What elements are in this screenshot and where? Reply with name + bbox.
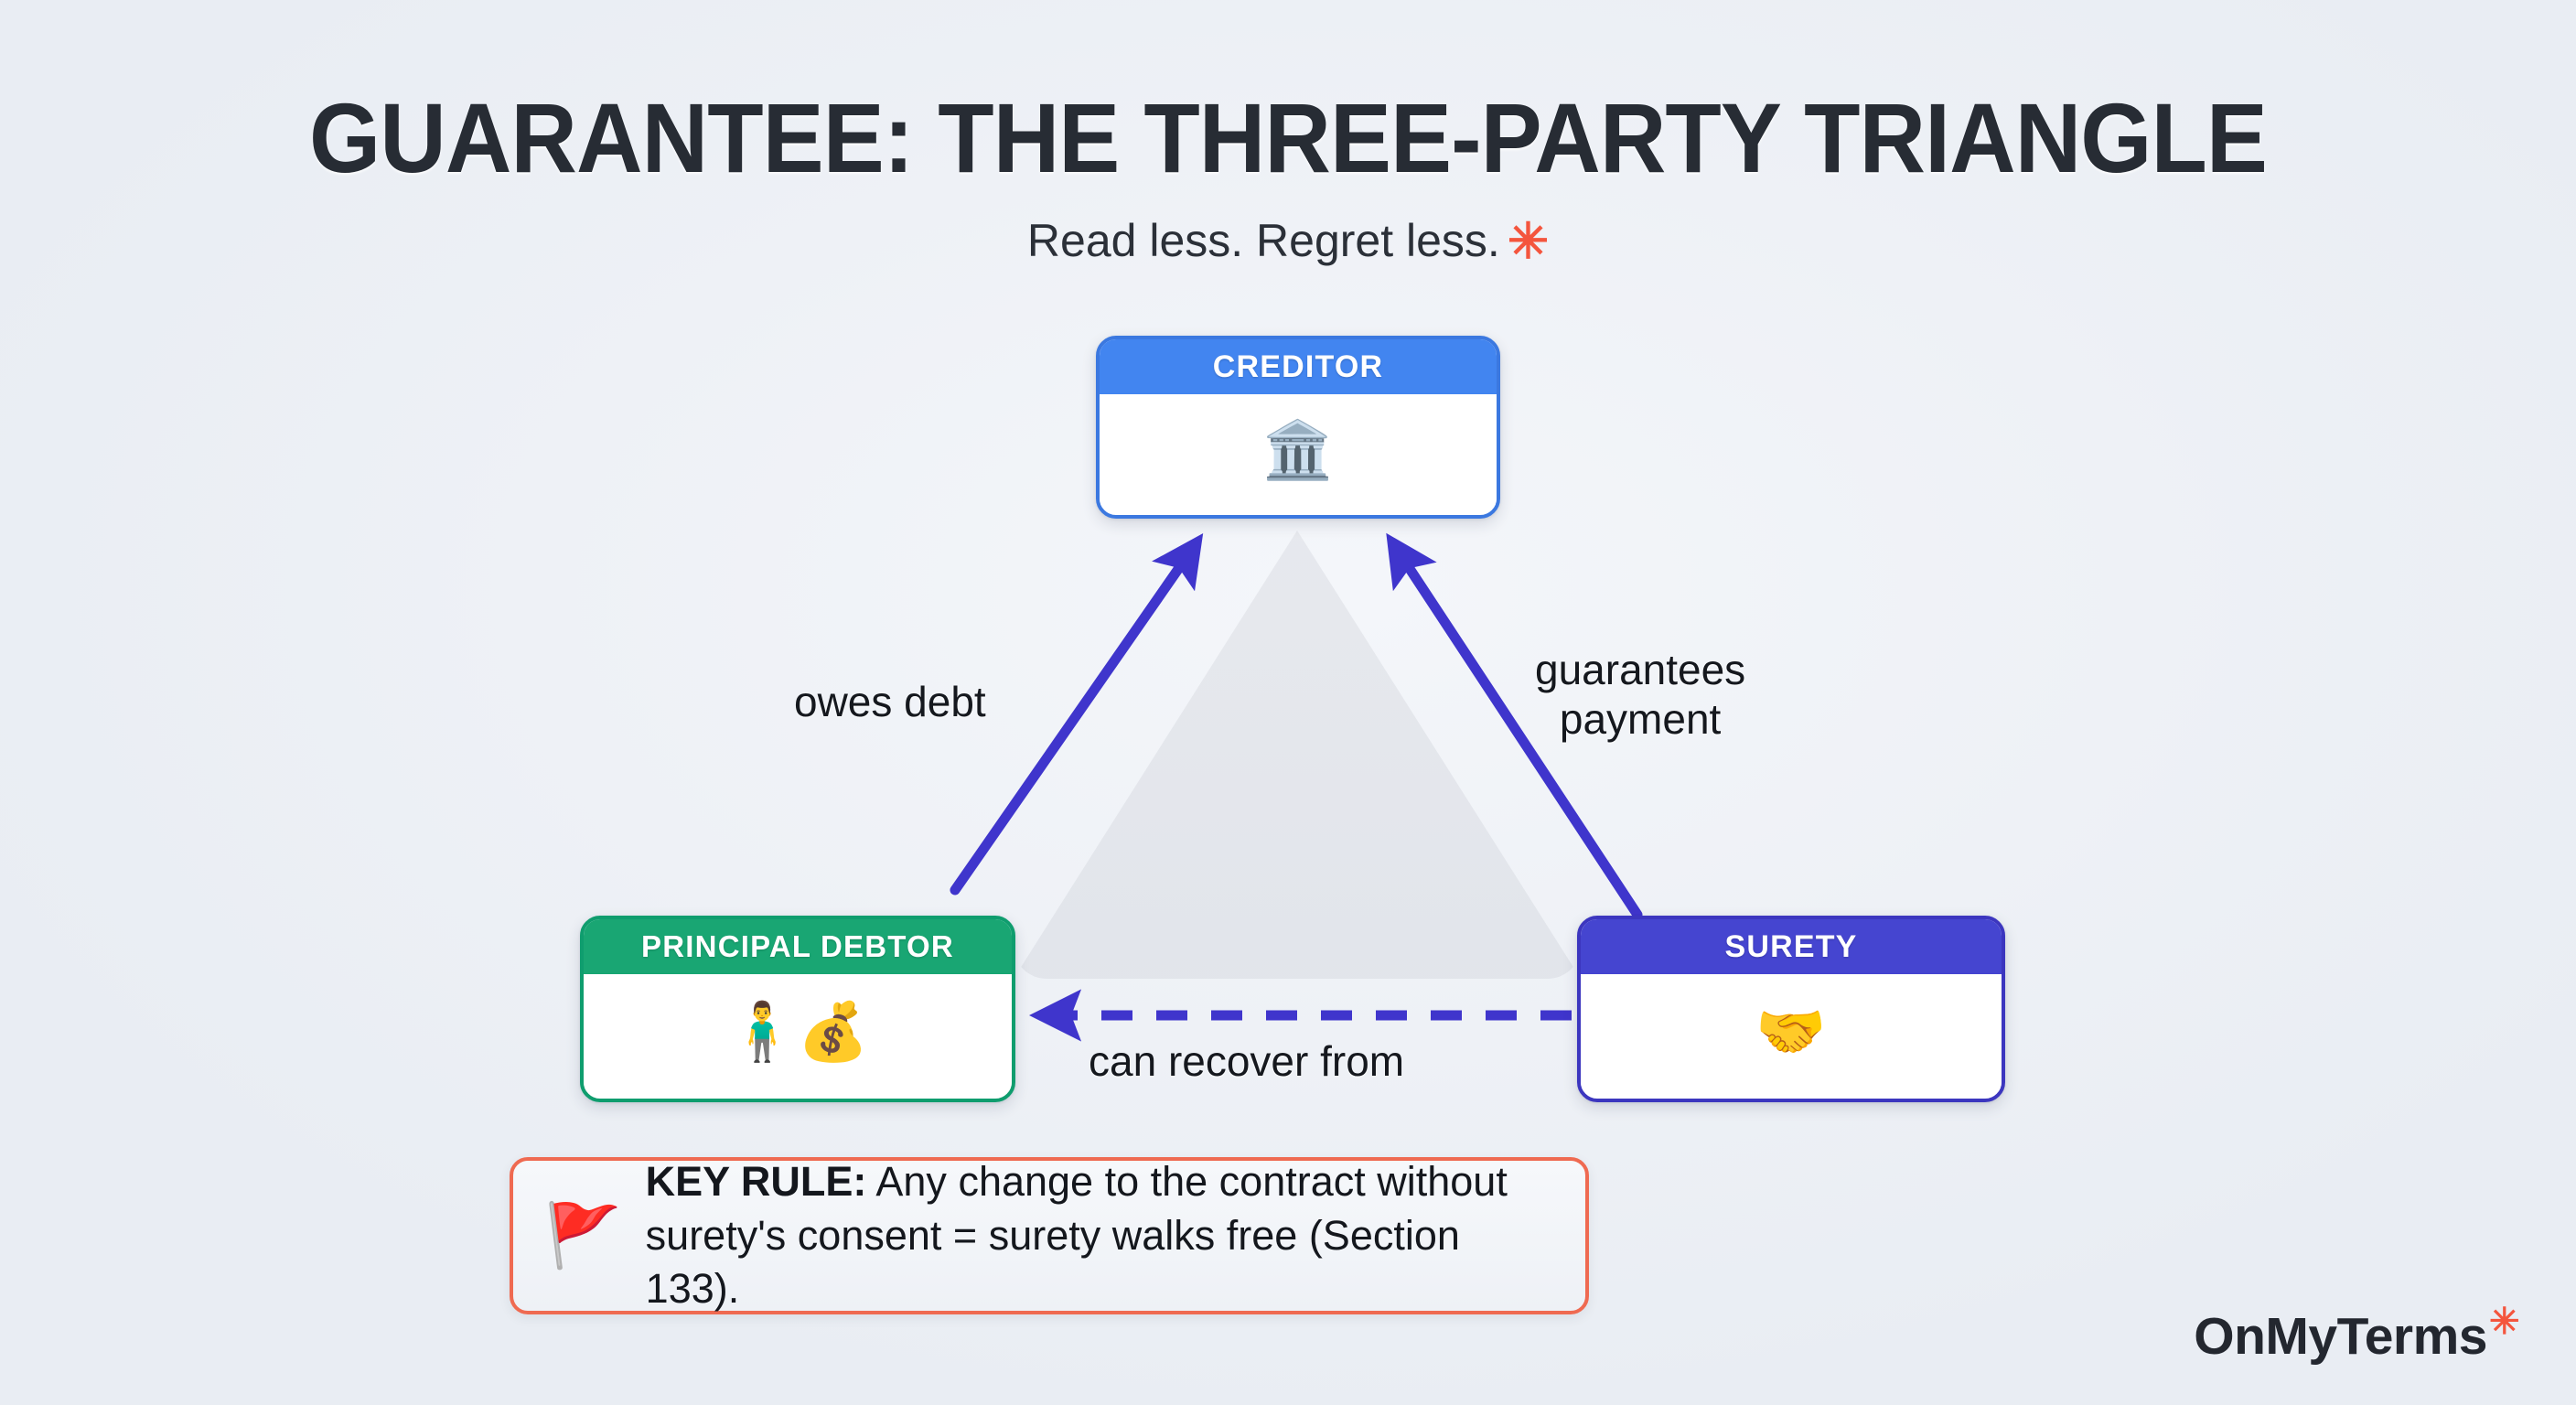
brand-name: OnMyTerms <box>2194 1307 2487 1366</box>
subtitle-text: Read less. Regret less. <box>1026 215 1500 266</box>
node-principal-debtor-label: PRINCIPAL DEBTOR <box>584 919 1012 974</box>
page-title: GUARANTEE: THE THREE-PARTY TRIANGLE <box>309 82 2268 193</box>
node-creditor-label: CREDITOR <box>1100 339 1497 394</box>
key-rule-prefix: KEY RULE: <box>645 1158 867 1206</box>
person-with-money-bag-icon: 🧍‍♂️💰 <box>726 1001 869 1064</box>
bank-icon: 🏛️ <box>1262 419 1334 482</box>
edge-label-guarantees-payment: guarantees payment <box>1535 646 1746 744</box>
key-rule-body: Any change to the contract without suret… <box>645 1158 1508 1313</box>
handshake-icon: 🤝 <box>1755 1001 1827 1064</box>
node-surety-label: SURETY <box>1581 919 2002 974</box>
node-creditor-body: 🏛️ <box>1100 394 1497 508</box>
subtitle-asterisk-icon: ✳ <box>1507 214 1550 269</box>
edge-label-can-recover-from: can recover from <box>1089 1037 1405 1085</box>
key-rule-callout: 🚩 KEY RULE: Any change to the contract w… <box>510 1157 1589 1314</box>
red-flag-icon: 🚩 <box>544 1201 622 1271</box>
node-surety[interactable]: SURETY 🤝 <box>1577 916 2005 1102</box>
node-principal-debtor[interactable]: PRINCIPAL DEBTOR 🧍‍♂️💰 <box>580 916 1015 1102</box>
node-principal-debtor-body: 🧍‍♂️💰 <box>584 974 1012 1091</box>
node-surety-body: 🤝 <box>1581 974 2002 1091</box>
key-rule-text: KEY RULE: Any change to the contract wit… <box>646 1155 1554 1316</box>
triangle-backdrop-shape <box>1014 531 1581 979</box>
node-creditor[interactable]: CREDITOR 🏛️ <box>1096 336 1500 519</box>
edge-label-owes-debt: owes debt <box>794 678 986 725</box>
subtitle: Read less. Regret less.✳ <box>0 212 2576 270</box>
brand-logo: OnMyTerms✳ <box>2194 1301 2519 1367</box>
brand-asterisk-icon: ✳ <box>2488 1302 2520 1342</box>
